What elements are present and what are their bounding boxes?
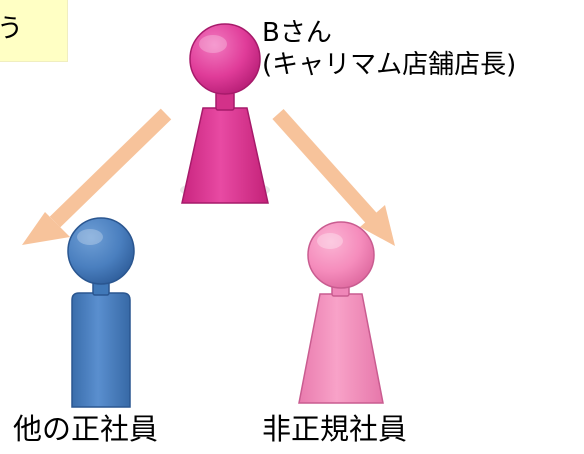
nonregular-employees-label: 非正規社員 [262, 412, 408, 446]
arrow-to-right [272, 108, 395, 246]
arrow-to-left [22, 108, 172, 245]
person-b-figure [180, 23, 270, 204]
regular-employees-label: 他の正社員 [13, 412, 159, 446]
person-b-name: Bさん [262, 18, 332, 48]
callout-text: 行う [0, 14, 25, 44]
person-regular-figure [67, 217, 135, 408]
person-b-role: (キャリマム店舗店長) [262, 50, 517, 80]
person-nonregular-figure [298, 221, 384, 404]
callout-box: 行う [0, 0, 68, 62]
